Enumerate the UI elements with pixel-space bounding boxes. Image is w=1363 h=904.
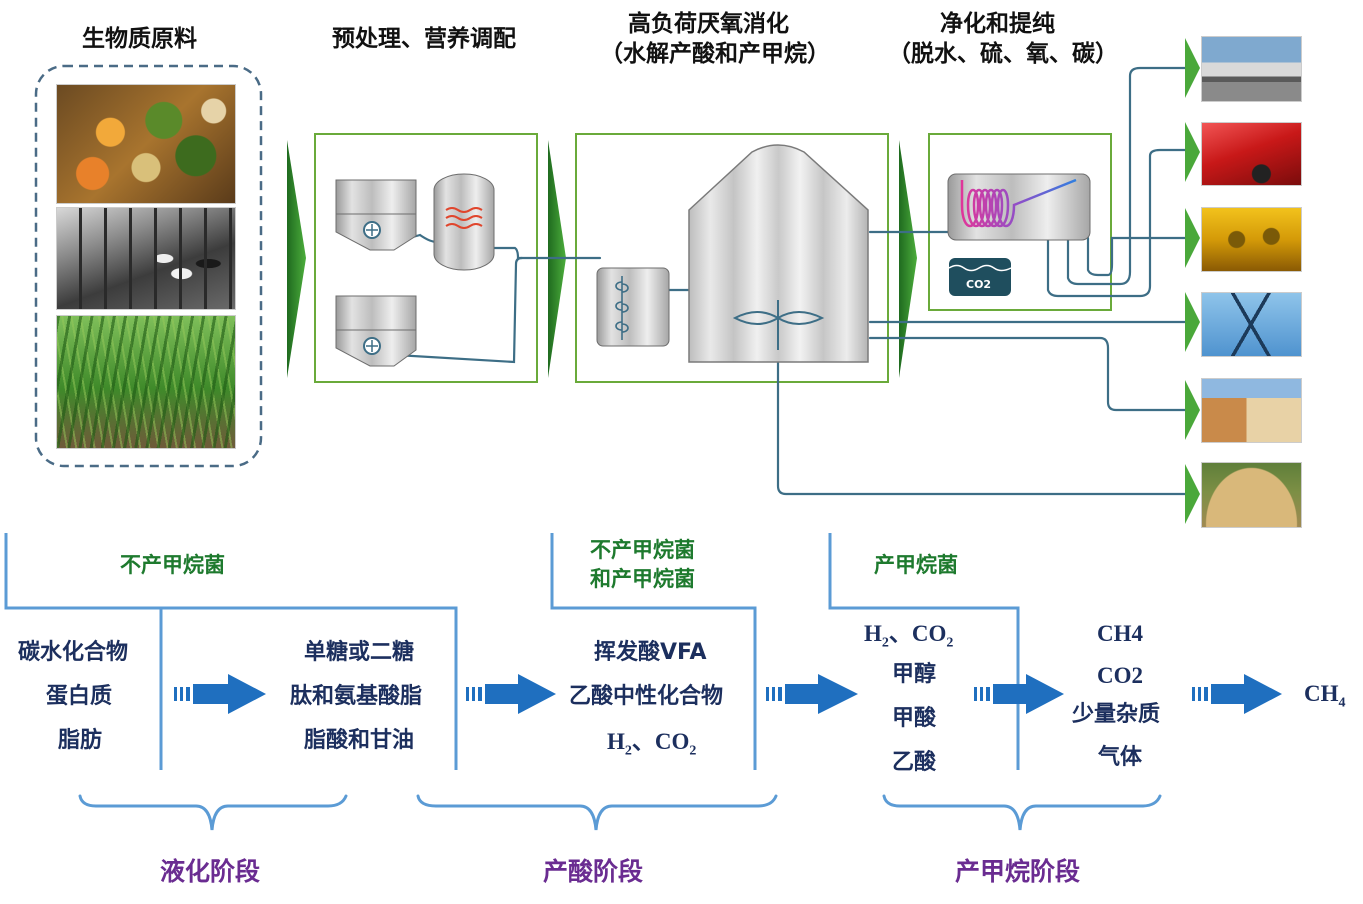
- pathway-arrow-4: [974, 674, 1064, 714]
- food-waste-photo: [56, 84, 236, 204]
- pipe-to-compost: [776, 348, 1187, 496]
- feedstock-title: 生物质原料: [82, 26, 197, 52]
- output-arrow-5: [1185, 380, 1200, 440]
- pathway-arrow-1: [174, 674, 266, 714]
- flow-chevron-1: [287, 140, 306, 378]
- acid-vfa: 挥发酸VFA: [594, 640, 707, 665]
- hopper-2: [335, 295, 417, 367]
- pipe-to-house: [868, 336, 1187, 412]
- methano-h2-sub: 2: [881, 635, 889, 651]
- output-arrow-1: [1185, 38, 1200, 98]
- acid-neutral-compounds: 乙酸中性化合物: [569, 684, 724, 709]
- purifier-unit: [947, 173, 1091, 241]
- biogas-ch4: CH4: [1097, 621, 1143, 646]
- biogas-gas: 气体: [1098, 745, 1143, 770]
- pretreat-title: 预处理、营养调配: [332, 26, 516, 52]
- digest-title-line1: 高负荷厌氧消化: [628, 11, 789, 37]
- house-photo: [1201, 378, 1302, 443]
- purify-title-line1: 净化和提纯: [940, 11, 1055, 37]
- group2-frame: [550, 533, 757, 770]
- pipe-coil-out-b: [1066, 66, 1187, 286]
- purify-box: [928, 133, 1112, 311]
- methano-co2-co: CO: [911, 621, 947, 646]
- purify-title-line2: （脱水、硫、氧、碳）: [888, 41, 1118, 67]
- output-arrow-4: [1185, 292, 1200, 352]
- co2-tank-label: CO2: [966, 278, 992, 291]
- acid-h2-sub: 2: [624, 743, 632, 759]
- acid-co2-sub: 2: [689, 743, 697, 759]
- microbe-group-2-line2: 和产甲烷菌: [590, 567, 695, 591]
- group1-frame: [4, 533, 458, 770]
- substrate-fat: 脂肪: [58, 728, 103, 753]
- pipe-coil-out-c: [1086, 236, 1187, 277]
- phase-methanogenesis: 产甲烷阶段: [955, 857, 1081, 886]
- biogas-co2: CO2: [1097, 663, 1143, 688]
- pipe-hopper2-to-digester: [394, 256, 524, 364]
- methano-h2-sep: 、: [888, 621, 912, 646]
- biogas-impurities: 少量杂质: [1072, 702, 1161, 727]
- product-ch4-sub: 4: [1338, 695, 1346, 711]
- car-refuel-photo: [1201, 122, 1302, 186]
- flow-chevron-3: [899, 140, 917, 378]
- gas-pipeline-photo: [1201, 207, 1302, 272]
- methano-methanol: 甲醇: [892, 662, 937, 687]
- methano-formic-acid: 甲酸: [892, 706, 937, 731]
- phase-acidogenesis: 产酸阶段: [543, 857, 644, 886]
- hydrolysis-peptides: 肽和氨基酸脂: [290, 684, 423, 709]
- methano-h2-co2: H2、CO2: [864, 620, 953, 652]
- phase-liquefaction: 液化阶段: [160, 857, 261, 886]
- brace-methanogenesis: [882, 794, 1162, 831]
- microbe-group-3: 产甲烷菌: [874, 553, 958, 577]
- power-tower-photo: [1201, 292, 1302, 357]
- pipe-heater-to-digester: [492, 246, 602, 260]
- pipe-coil-out-a: [1046, 148, 1187, 298]
- substrate-protein: 蛋白质: [46, 684, 113, 709]
- digester-tank: [688, 144, 869, 363]
- methano-h2-h: H: [864, 621, 882, 646]
- hopper-1: [335, 179, 417, 251]
- heat-exchanger: [596, 267, 670, 347]
- acid-h2-co2: H2、CO2: [607, 728, 696, 760]
- pathway-arrows: [174, 674, 1282, 714]
- pathway-arrow-2: [466, 674, 556, 714]
- hydrolysis-fatty-acids: 脂酸和甘油: [304, 728, 415, 753]
- output-arrow-6: [1185, 464, 1200, 524]
- microbe-group-1: 不产甲烷菌: [120, 553, 225, 577]
- output-arrow-3: [1185, 208, 1200, 268]
- hydrolysis-sugars: 单糖或二糖: [304, 640, 415, 665]
- digest-title-line2: （水解产酸和产甲烷）: [600, 41, 830, 67]
- pathway-arrow-5: [1192, 674, 1282, 714]
- heater-tank: [433, 173, 495, 271]
- compost-pile-photo: [1201, 462, 1302, 528]
- microbe-group-2-line1: 不产甲烷菌: [590, 538, 695, 562]
- acid-h2-h: H: [607, 729, 625, 754]
- acid-co2-co: CO: [654, 729, 690, 754]
- dairy-barn-photo: [56, 207, 236, 310]
- methano-acetic-acid: 乙酸: [892, 750, 937, 775]
- pathway-arrow-3: [766, 674, 858, 714]
- fuel-truck-photo: [1201, 36, 1302, 102]
- methano-co2-sub: 2: [946, 635, 954, 651]
- brace-liquefaction: [78, 794, 348, 831]
- output-arrow-2: [1185, 122, 1200, 182]
- substrate-carbohydrate: 碳水化合物: [18, 640, 129, 665]
- co2-tank: [948, 258, 1012, 296]
- energy-grass-photo: [56, 315, 236, 449]
- product-ch4-ch: CH: [1304, 681, 1339, 706]
- acid-h2-sep: 、: [631, 729, 655, 754]
- product-ch4: CH4: [1304, 680, 1346, 712]
- brace-acidogenesis: [416, 794, 778, 831]
